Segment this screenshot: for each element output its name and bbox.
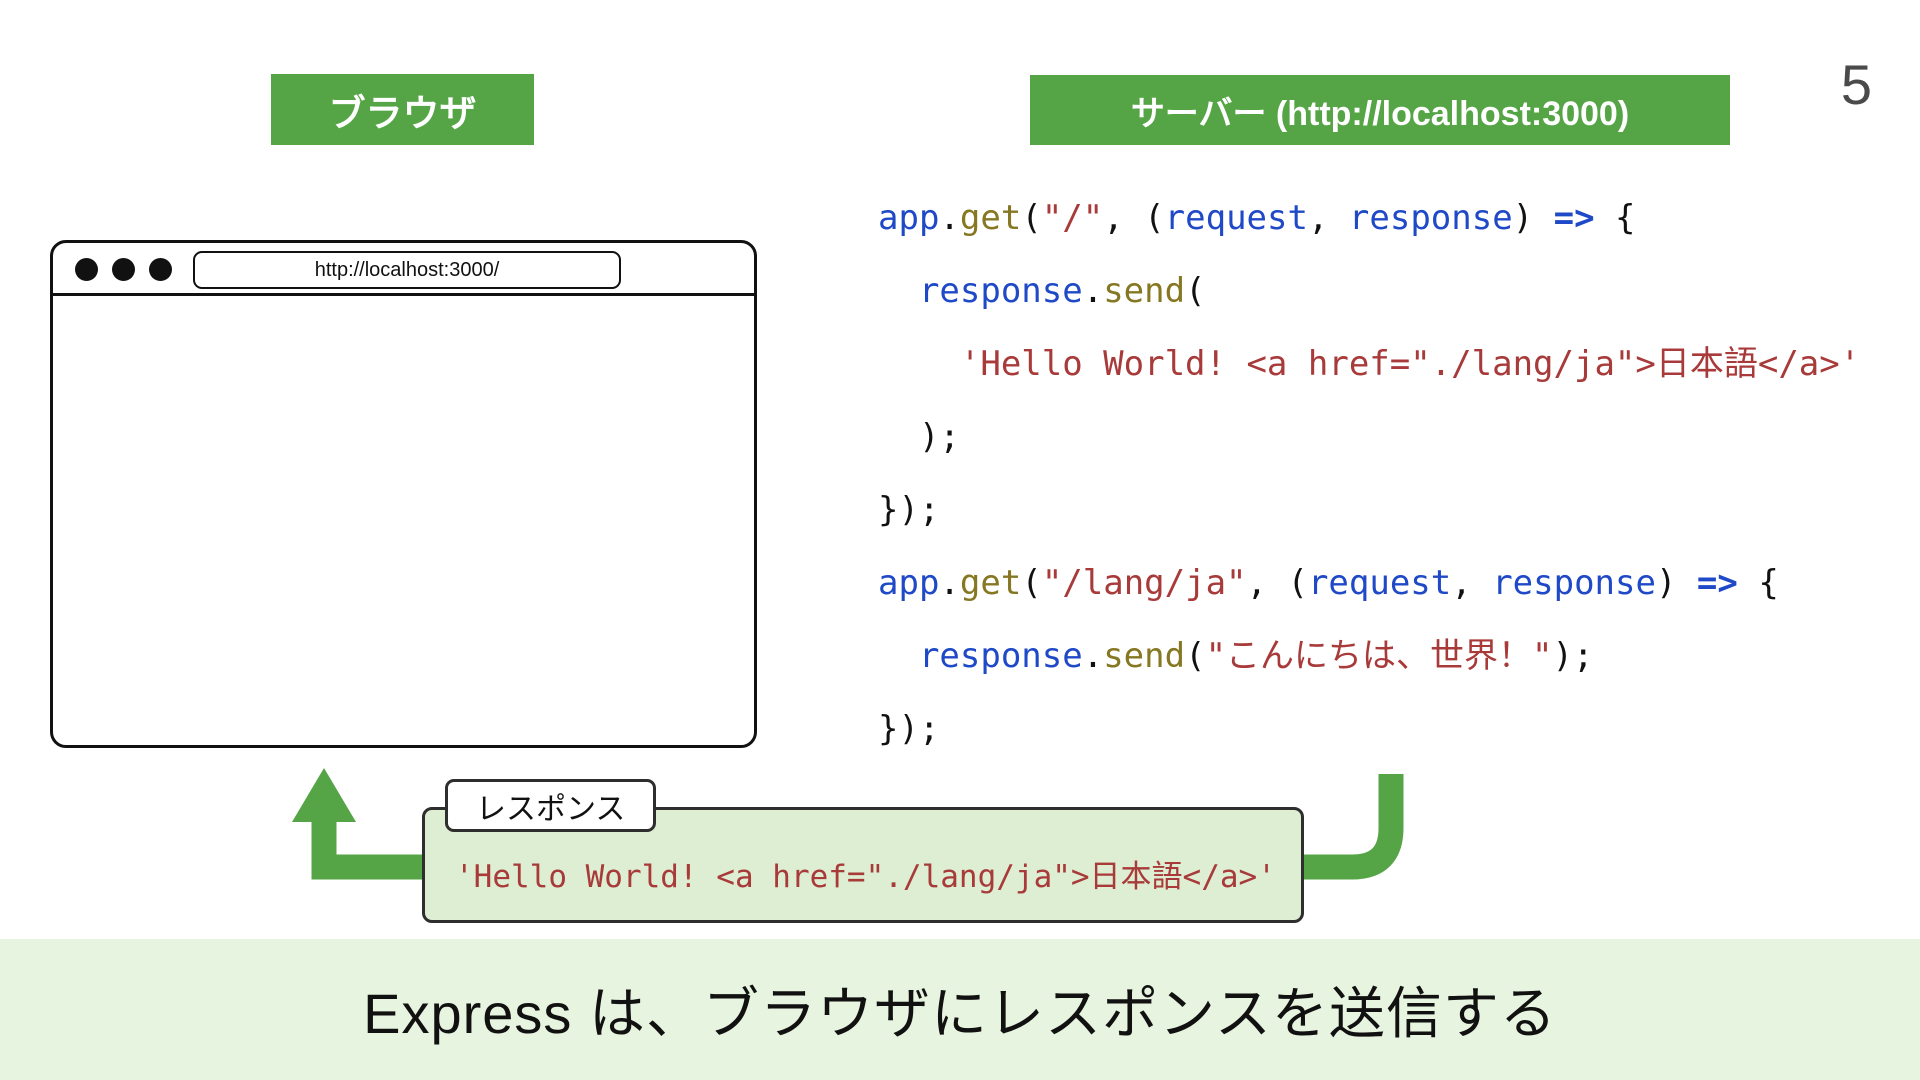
browser-window: http://localhost:3000/	[50, 240, 757, 748]
response-content: 'Hello World! <a href="./lang/ja">日本語</a…	[455, 858, 1276, 895]
code-line: response.send("こんにちは、世界！");	[918, 636, 1594, 676]
code-line: app.get("/", (request, response) => {	[878, 198, 1636, 238]
code-line: response.send(	[918, 271, 1206, 311]
url-bar: http://localhost:3000/	[193, 251, 621, 289]
caption-banner: Express は、ブラウザにレスポンスを送信する	[0, 939, 1920, 1080]
code-line: });	[878, 709, 940, 749]
code-block: app.get("/", (request, response) => { re…	[878, 182, 1860, 766]
response-tab: レスポンス	[445, 779, 657, 832]
code-line: app.get("/lang/ja", (request, response) …	[878, 563, 1779, 603]
window-dot-icon	[149, 258, 172, 281]
code-line: 'Hello World! <a href="./lang/ja">日本語</a…	[959, 344, 1861, 384]
browser-label-text: ブラウザ	[328, 92, 477, 134]
window-dot-icon	[75, 258, 98, 281]
response-tab-label: レスポンス	[476, 792, 626, 826]
server-label-text: サーバー (http://localhost:3000)	[1130, 94, 1630, 133]
window-dot-icon	[112, 258, 135, 281]
code-line: });	[878, 490, 940, 530]
browser-window-titlebar: http://localhost:3000/	[53, 243, 754, 296]
caption-text: Express は、ブラウザにレスポンスを送信する	[363, 982, 1557, 1045]
code-line: );	[878, 417, 960, 457]
url-text: http://localhost:3000/	[314, 258, 500, 281]
browser-label: ブラウザ	[271, 74, 534, 145]
page-number: 5	[1840, 53, 1872, 116]
server-label: サーバー (http://localhost:3000)	[1030, 75, 1730, 145]
